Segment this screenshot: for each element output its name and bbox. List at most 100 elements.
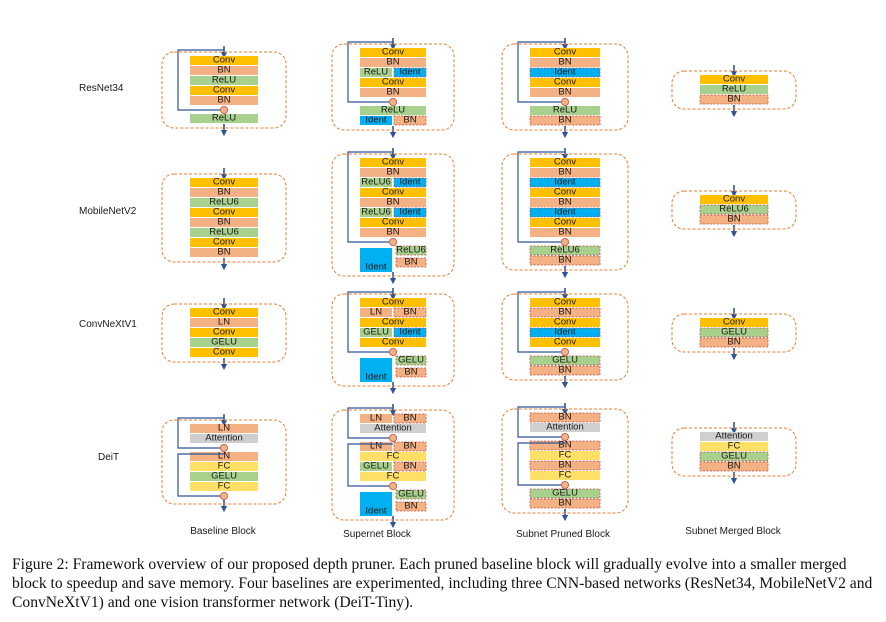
b-convnext-pruned-layer-7-box bbox=[529, 365, 601, 376]
b-deit-baseline-layer-4-label: FC bbox=[218, 461, 231, 472]
b-convnext-pruned-layer-1-label: BN bbox=[558, 307, 571, 318]
b-resnet34-merged-layer-1-label: ReLU bbox=[722, 84, 746, 95]
b-deit-pruned-layer-5-label: BN bbox=[558, 460, 571, 471]
column-label-subnet-pruned: Subnet Pruned Block bbox=[516, 529, 611, 540]
b-mobilenetv2-pruned-layer-9-label: ReLU6 bbox=[550, 245, 580, 256]
b-resnet34-supernet-layer-7-a-label: Ident bbox=[365, 115, 386, 126]
b-resnet34-pruned-layer-0-label: Conv bbox=[554, 47, 576, 58]
b-convnext-baseline-layer-1-label: LN bbox=[218, 317, 230, 328]
b-deit-supernet-layer-7-add-node bbox=[388, 481, 397, 490]
b-mobilenetv2-merged-layer-1-label: ReLU6 bbox=[719, 204, 749, 215]
b-resnet34-pruned-layer-4-label: BN bbox=[558, 87, 571, 98]
b-mobilenetv2-pruned-layer-6-box bbox=[530, 218, 600, 227]
b-convnext-pruned-layer-0-label: Conv bbox=[554, 297, 576, 308]
b-convnext-supernet-layer-6-bottom-box bbox=[395, 367, 427, 378]
b-deit-supernet-layer-8-top-box bbox=[395, 489, 427, 500]
b-convnext-supernet-layer-6-bottom-label: BN bbox=[404, 367, 417, 378]
b-deit-supernet-layer-0-a-box bbox=[360, 414, 392, 423]
b-mobilenetv2-merged-layer-0-label: Conv bbox=[723, 194, 745, 205]
b-resnet34-supernet-layer-0-box bbox=[360, 48, 426, 57]
b-mobilenetv2-merged-layer-0-box bbox=[700, 195, 768, 204]
b-convnext-supernet-layer-3-b-box bbox=[393, 327, 427, 338]
b-mobilenetv2-baseline-layer-5-label: ReLU6 bbox=[209, 227, 239, 238]
b-deit-pruned-layer-6-box bbox=[530, 471, 600, 480]
b-convnext-supernet-layer-0-box bbox=[360, 298, 426, 307]
b-convnext-merged-frame bbox=[671, 313, 797, 353]
b-mobilenetv2-supernet-layer-7-box bbox=[360, 228, 426, 237]
b-mobilenetv2-supernet-layer-3-box bbox=[360, 188, 426, 197]
b-deit-baseline-layer-5-box bbox=[190, 472, 258, 481]
b-convnext-pruned-layer-2-box bbox=[530, 318, 600, 327]
b-deit-baseline-layer-3-box bbox=[190, 452, 258, 461]
b-mobilenetv2-pruned-layer-9-box bbox=[529, 245, 601, 256]
column-label-subnet-merged: Subnet Merged Block bbox=[685, 526, 782, 537]
b-resnet34-supernet-layer-3-box bbox=[360, 78, 426, 87]
b-mobilenetv2-pruned-layer-3-label: Conv bbox=[554, 187, 576, 198]
b-convnext-supernet-layer-1-b-box bbox=[393, 307, 427, 318]
depth-pruner-diagram: ResNet34 MobileNetV2 ConvNeXtV1 DeiT Bas… bbox=[79, 38, 797, 540]
b-convnext-supernet-layer-6-top-label: GELU bbox=[398, 355, 424, 366]
b-deit-baseline-frame bbox=[161, 419, 287, 505]
b-deit-baseline-layer-2-add-node bbox=[219, 443, 228, 452]
b-mobilenetv2-baseline-layer-3-label: Conv bbox=[213, 207, 235, 218]
b-deit-baseline-skip-connection bbox=[177, 417, 224, 449]
b-resnet34-pruned-layer-7-label: BN bbox=[558, 115, 571, 126]
b-resnet34-baseline-skip-connection bbox=[177, 49, 224, 111]
b-convnext-pruned-layer-7-label: BN bbox=[558, 365, 571, 376]
b-convnext-baseline-layer-3-box bbox=[190, 338, 258, 347]
b-deit-merged-layer-1-label: FC bbox=[728, 441, 741, 452]
b-mobilenetv2-supernet-frame bbox=[331, 153, 455, 277]
b-convnext-supernet-layer-4-box bbox=[360, 338, 426, 347]
b-convnext-baseline-layer-1-box bbox=[190, 318, 258, 327]
b-resnet34-pruned-layer-6-label: ReLU bbox=[553, 105, 577, 116]
b-deit-supernet-layer-3-b-box bbox=[393, 441, 427, 452]
b-resnet34-pruned-skip-connection bbox=[517, 41, 565, 103]
b-deit-merged-layer-3-label: BN bbox=[727, 461, 740, 472]
b-resnet34-baseline-layer-6-label: ReLU bbox=[212, 113, 236, 124]
b-deit-merged-layer-2-box bbox=[699, 451, 769, 462]
b-mobilenetv2-supernet-skip-connection bbox=[347, 151, 393, 243]
b-resnet34-baseline-layer-0-label: Conv bbox=[213, 55, 235, 66]
b-mobilenetv2-pruned-skip-connection bbox=[517, 151, 565, 243]
b-convnext-pruned-layer-0-box bbox=[530, 298, 600, 307]
b-deit-supernet-layer-1-label: Attention bbox=[374, 423, 412, 434]
b-resnet34-pruned-layer-6-box bbox=[530, 106, 600, 115]
b-resnet34-supernet-layer-2-a-label: ReLU bbox=[364, 67, 388, 78]
b-mobilenetv2-pruned-layer-4-label: BN bbox=[558, 197, 571, 208]
b-convnext-pruned-layer-3-label: Ident bbox=[554, 327, 575, 338]
b-deit-pruned-layer-1-label: Attention bbox=[546, 422, 584, 433]
b-resnet34-baseline-layer-1-label: BN bbox=[217, 65, 230, 76]
b-resnet34-supernet-layer-2-a-box bbox=[360, 68, 392, 77]
b-convnext-supernet-layer-6-ident-label: Ident bbox=[365, 372, 386, 383]
b-convnext-supernet-layer-4-label: Conv bbox=[382, 337, 404, 348]
b-convnext-merged-layer-2-box bbox=[699, 337, 769, 348]
b-convnext-supernet-skip-connection bbox=[347, 291, 393, 353]
b-deit-baseline-layer-1-label: Attention bbox=[205, 433, 243, 444]
b-convnext-supernet-layer-3-a-box bbox=[360, 328, 392, 337]
b-deit-pruned-layer-3-box bbox=[529, 440, 601, 451]
b-mobilenetv2-supernet-layer-9-ident-label: Ident bbox=[365, 262, 386, 273]
b-deit-baseline-layer-7-add-node bbox=[219, 491, 228, 500]
b-resnet34-supernet-layer-0-label: Conv bbox=[382, 47, 404, 58]
b-mobilenetv2-baseline-layer-2-box bbox=[190, 198, 258, 207]
b-convnext-supernet-layer-1-a-label: LN bbox=[370, 307, 382, 318]
b-mobilenetv2-pruned-layer-1-box bbox=[530, 168, 600, 177]
b-mobilenetv2-supernet-layer-2-a-label: ReLU6 bbox=[361, 177, 391, 188]
b-deit-supernet-layer-4-label: FC bbox=[387, 451, 400, 462]
b-deit-pruned-layer-0-box bbox=[529, 412, 601, 423]
b-deit-merged-frame bbox=[671, 427, 797, 477]
b-deit-supernet-layer-3-a-label: LN bbox=[370, 441, 382, 452]
b-mobilenetv2-supernet-layer-1-box bbox=[360, 168, 426, 177]
b-mobilenetv2-baseline-frame bbox=[161, 173, 287, 263]
b-resnet34-merged-layer-1-box bbox=[700, 85, 768, 94]
b-convnext-pruned-layer-2-label: Conv bbox=[554, 317, 576, 328]
b-mobilenetv2-merged-layer-2-label: BN bbox=[727, 214, 740, 225]
b-mobilenetv2-baseline-layer-7-label: BN bbox=[217, 247, 230, 258]
b-mobilenetv2-supernet-layer-1-label: BN bbox=[386, 167, 399, 178]
b-mobilenetv2-supernet-layer-5-a-box bbox=[360, 208, 392, 217]
b-convnext-pruned-frame bbox=[501, 293, 629, 381]
b-convnext-pruned-skip-connection bbox=[517, 291, 565, 353]
b-deit-pruned-layer-4-label: FC bbox=[559, 450, 572, 461]
